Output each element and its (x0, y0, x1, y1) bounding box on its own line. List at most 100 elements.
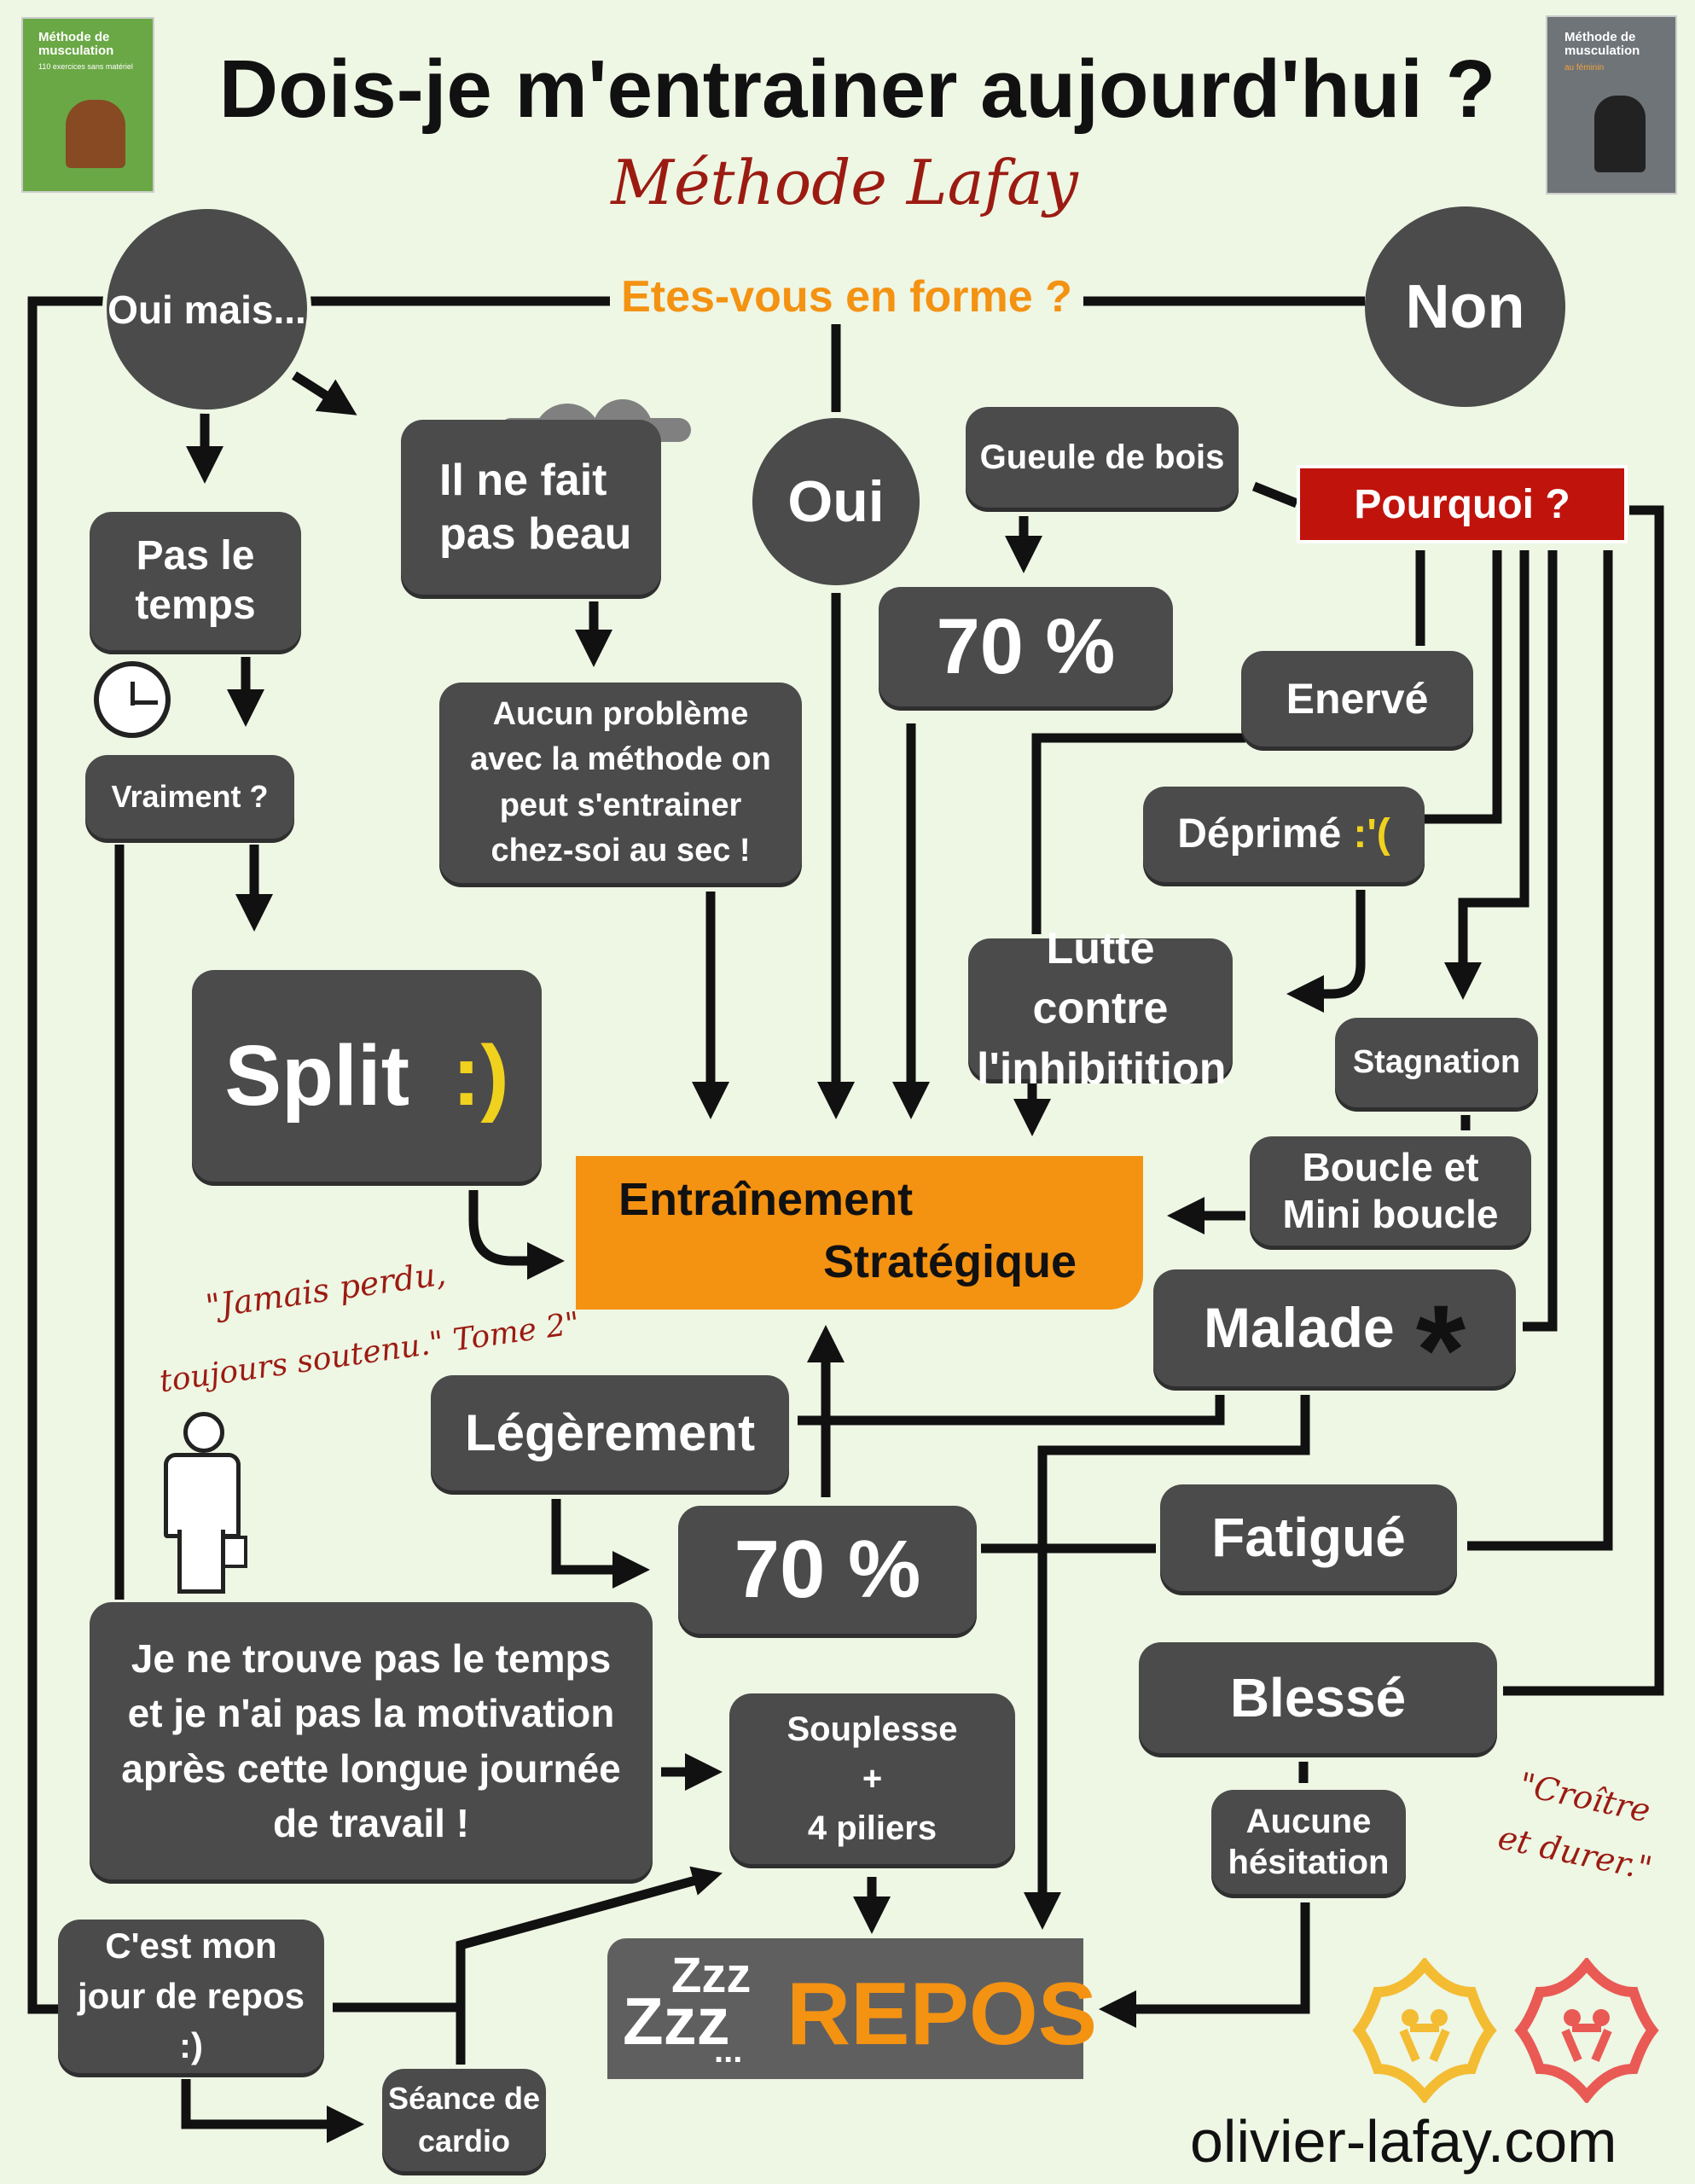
clock-hand-minute (132, 700, 158, 705)
zzz-dots: ... (714, 2032, 743, 2070)
zzz-1: Zzz (671, 1948, 752, 2003)
box-70-top: 70 % (879, 587, 1173, 706)
book-right-subtitle: au féminin (1564, 63, 1605, 73)
businessman-icon (154, 1412, 247, 1595)
box-blesse: Blessé (1139, 1642, 1497, 1753)
line-malade-repos (1024, 1395, 1310, 1930)
zzz-2: Zzz (623, 1984, 730, 2059)
book-right-figure (1594, 96, 1646, 172)
entrainement-line2: Stratégique (823, 1236, 1077, 1287)
gueule-de-bois-label: Gueule de bois (979, 439, 1225, 476)
businessman-legs (177, 1530, 225, 1594)
book-left-subtitle: 110 exercices sans matériel (38, 62, 133, 71)
souplesse-line2: + (862, 1760, 883, 1798)
oui-label: Oui (787, 469, 885, 534)
website-label[interactable]: olivier-lafay.com (1190, 2108, 1617, 2175)
deprime-label: Déprimé (1177, 811, 1342, 857)
fatigue-label: Fatigué (1211, 1507, 1406, 1569)
line-left-border (27, 296, 109, 2014)
split-smiley: :) (452, 1028, 509, 1124)
box-vraiment: Vraiment ? (85, 755, 294, 839)
oui-mais-label: Oui mais... (107, 287, 306, 332)
box-stagnation: Stagnation (1335, 1018, 1538, 1107)
souplesse-line3: 4 piliers (807, 1809, 937, 1847)
line-enerve (1031, 733, 1245, 934)
box-70-bottom: 70 % (678, 1506, 977, 1634)
enerve-label: Enervé (1286, 675, 1429, 723)
stagnation-label: Stagnation (1352, 1043, 1521, 1080)
box-entrainement-strategique: Entraînement Stratégique (576, 1156, 1143, 1310)
businessman-head (183, 1412, 224, 1453)
line-split-entr (468, 1190, 565, 1280)
pct-bottom-label: 70 % (734, 1524, 921, 1616)
entrainement-line1: Entraînement (618, 1174, 914, 1225)
blesse-label: Blessé (1229, 1666, 1407, 1728)
asterisk-icon: * (1415, 1277, 1466, 1421)
box-malade: Malade * (1153, 1269, 1516, 1414)
book-right-title: Méthode de musculation (1564, 30, 1640, 58)
box-aucune-hesitation: Aucune hésitation (1211, 1790, 1406, 1894)
logo-red-icon (1514, 1956, 1659, 2105)
jour-de-repos-label: C'est mon jour de repos :) (77, 1925, 305, 2066)
line-gueule-pourquoi (1251, 481, 1299, 508)
circle-oui-mais: Oui mais... (107, 209, 307, 410)
split-label: Split (224, 1028, 410, 1124)
box-jour-de-repos: C'est mon jour de repos :) (58, 1920, 324, 2073)
briefcase-icon (222, 1536, 247, 1568)
vraiment-label: Vraiment ? (111, 779, 269, 815)
box-motivation: Je ne trouve pas le temps et je n'ai pas… (90, 1602, 653, 1879)
legerement-label: Légèrement (464, 1403, 756, 1461)
box-cardio: Séance de cardio (382, 2069, 546, 2171)
box-fatigue: Fatigué (1160, 1484, 1457, 1591)
book-cover-right: Méthode de musculation au féminin (1546, 15, 1677, 195)
box-aucun-probleme: Aucun problème avec la méthode on peut s… (439, 682, 802, 883)
clock-icon (94, 661, 171, 738)
box-pas-le-temps: Pas le temps (90, 512, 301, 650)
box-il-ne-fait-pas-beau: Il ne fait pas beau (401, 420, 661, 595)
line-aucune-repos (1099, 1902, 1310, 2028)
book-left-figure (66, 100, 125, 168)
line-leg-70 (551, 1499, 650, 1589)
line-jour-cardio (181, 2079, 364, 2143)
deprime-smiley: :'( (1353, 811, 1390, 857)
box-repos: Zzz Zzz ... REPOS (607, 1938, 1097, 2079)
line-pq-deprime (1425, 550, 1502, 824)
line-pq-blesse (1503, 505, 1664, 1696)
aucune-hesitation-label: Aucune hésitation (1228, 1803, 1390, 1881)
box-legerement: Légèrement (431, 1375, 789, 1490)
logo-yellow-svg (1352, 1956, 1497, 2105)
line-malade-legerement (798, 1395, 1225, 1426)
line-pq-malade (1523, 550, 1558, 1332)
box-boucle: Boucle et Mini boucle (1250, 1136, 1531, 1246)
box-deprime: Déprimé :'( (1143, 787, 1425, 882)
pas-le-temps-label: Pas le temps (135, 533, 256, 628)
il-ne-fait-pas-beau-label: Il ne fait pas beau (439, 456, 632, 559)
box-souplesse: Souplesse + 4 piliers (729, 1693, 1015, 1864)
clock-hand-hour (131, 682, 135, 706)
circle-oui: Oui (752, 418, 920, 585)
pourquoi-label: Pourquoi ? (1354, 481, 1570, 527)
non-label: Non (1405, 272, 1525, 341)
malade-label: Malade (1203, 1295, 1395, 1359)
logo-yellow-icon (1352, 1956, 1497, 2105)
boucle-label: Boucle et Mini boucle (1282, 1144, 1499, 1236)
line-pq-fatigue (1467, 550, 1613, 1551)
line-jour-soupl (456, 1866, 723, 2065)
page-subtitle: Méthode Lafay (611, 147, 1078, 218)
box-split: Split :) (192, 970, 542, 1182)
book-cover-left: Méthode de musculation 110 exercices san… (21, 17, 154, 193)
box-pourquoi: Pourquoi ? (1297, 465, 1628, 543)
pct-top-label: 70 % (936, 602, 1116, 690)
line-ouimais-diag (292, 371, 357, 415)
businessman-body (164, 1453, 241, 1538)
aucun-probleme-label: Aucun problème avec la méthode on peut s… (470, 696, 771, 868)
line-pq-stagnation (1444, 550, 1530, 1000)
repos-label: REPOS (787, 1965, 1098, 2064)
box-lutte: Lutte contre l'inhibitition (968, 924, 1233, 1094)
page-title: Dois-je m'entrainer aujourd'hui ? (218, 44, 1496, 135)
book-left-title: Méthode de musculation (38, 30, 114, 58)
lutte-label: Lutte contre l'inhibitition (977, 924, 1227, 1094)
circle-non: Non (1365, 206, 1565, 407)
logo-red-svg (1514, 1956, 1659, 2105)
